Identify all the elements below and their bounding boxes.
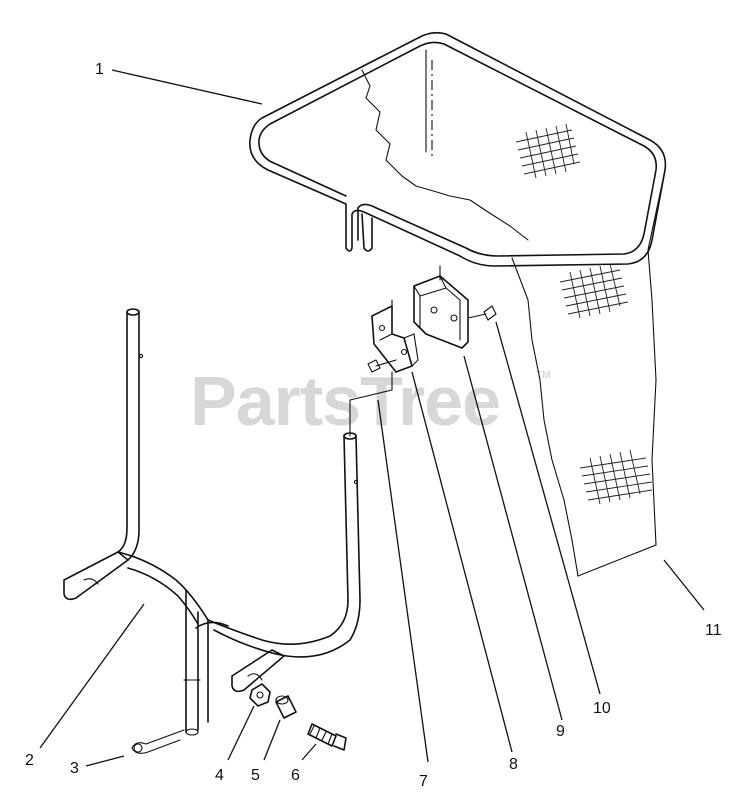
callout-8: 8 xyxy=(509,756,518,773)
mesh-patch-3 xyxy=(579,449,653,505)
callout-3: 3 xyxy=(70,760,79,777)
bolt-6 xyxy=(307,723,347,751)
bolt-10 xyxy=(467,305,497,321)
callout-9: 9 xyxy=(556,723,565,740)
watermark-trademark: TM xyxy=(536,370,550,381)
callout-1: 1 xyxy=(95,61,104,78)
bag-frame xyxy=(249,31,667,267)
spacer-5 xyxy=(275,695,297,719)
hairpin-clip xyxy=(131,729,185,754)
callout-6: 6 xyxy=(291,767,300,784)
nut-7 xyxy=(367,359,397,373)
callout-5: 5 xyxy=(251,767,260,784)
callout-2: 2 xyxy=(25,752,34,769)
mesh-patch-1 xyxy=(515,123,581,179)
nut-4 xyxy=(249,683,271,707)
mesh-patch-2 xyxy=(559,263,629,319)
watermark-text: PartsTree xyxy=(190,362,500,440)
upper-bracket xyxy=(413,265,469,349)
callout-7: 7 xyxy=(419,773,428,790)
leader-lines xyxy=(39,69,705,767)
lower-bracket xyxy=(371,299,419,373)
callout-10: 10 xyxy=(593,700,611,717)
callout-4: 4 xyxy=(215,767,224,784)
grass-bag xyxy=(361,69,666,577)
handle-frame xyxy=(63,308,361,736)
callout-11: 11 xyxy=(705,622,722,639)
